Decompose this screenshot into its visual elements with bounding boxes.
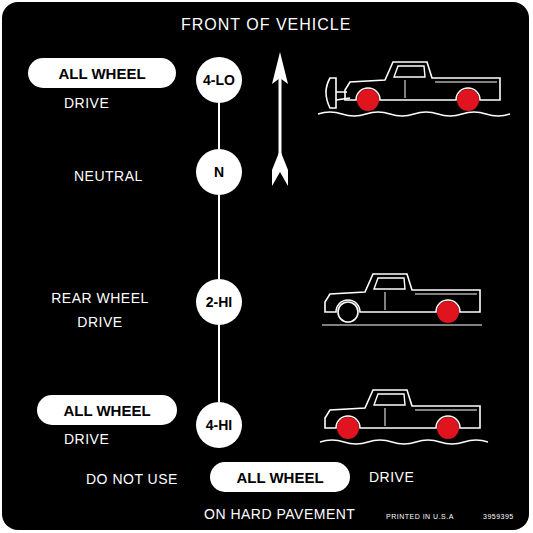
placard-label: REAR WHEEL DRIVE — [45, 286, 155, 334]
shift-position-circle: 4-HI — [196, 402, 242, 448]
mode-label: ALL WHEEL — [236, 469, 323, 486]
print-note: PRINTED IN U.S.A — [386, 513, 454, 520]
placard-title: FRONT OF VEHICLE — [181, 16, 351, 34]
placard-label: DRIVE — [64, 431, 109, 447]
shift-position-circle: N — [196, 149, 242, 195]
mode-label: ALL WHEEL — [58, 65, 145, 82]
position-label: N — [214, 164, 224, 180]
mode-pill: ALL WHEEL — [28, 58, 176, 88]
position-label: 4-LO — [203, 72, 235, 88]
position-label: 4-HI — [206, 417, 232, 433]
placard-label: ON HARD PAVEMENT — [204, 506, 355, 522]
placard-label: DO NOT USE — [86, 471, 178, 487]
placard-label: NEUTRAL — [74, 168, 143, 184]
truck-rear-drive — [322, 274, 482, 325]
placard-panel — [2, 2, 529, 530]
shift-track-line — [219, 103, 220, 149]
mode-pill: ALL WHEEL — [37, 395, 177, 425]
shift-track-line — [219, 195, 220, 279]
front-arrow — [272, 52, 288, 186]
mode-label: ALL WHEEL — [63, 402, 150, 419]
position-label: 2-HI — [206, 294, 232, 310]
print-note: 3959395 — [483, 513, 514, 520]
mode-pill: ALL WHEEL — [210, 462, 350, 492]
placard-label: DRIVE — [64, 95, 109, 111]
placard-label: DRIVE — [369, 469, 414, 485]
shift-position-circle: 2-HI — [196, 279, 242, 325]
shift-position-circle: 4-LO — [196, 57, 242, 103]
truck-plow — [318, 62, 510, 116]
shift-track-line — [219, 325, 220, 402]
truck-all-wheel — [320, 390, 488, 444]
